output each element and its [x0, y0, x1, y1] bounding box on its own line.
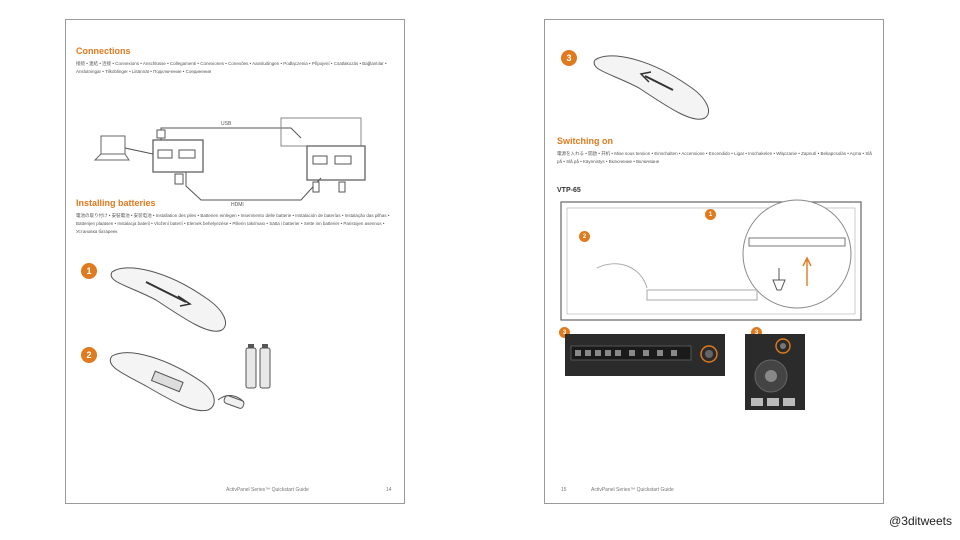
model-label: VTP-65: [557, 187, 581, 194]
remote-close-illustration: [593, 55, 709, 120]
remote-open-illustration: [110, 267, 226, 332]
right-footer-text: ActivPanel Series™ Quickstart Guide: [591, 487, 674, 493]
panel-step-2-badge: 2: [579, 231, 590, 242]
connections-multilingual-text: 接続 • 連結 • 连接 • Connexions • Anschlüsse •…: [76, 61, 387, 74]
connections-heading: Connections: [76, 46, 131, 56]
panel-step-1-badge: 1: [705, 209, 716, 220]
batteries-heading: Installing batteries: [76, 198, 156, 208]
remote-keypad-illustration: [745, 334, 805, 410]
battery-icon: [245, 344, 271, 389]
power-button-highlight: [700, 345, 718, 363]
front-buttons-strip: [565, 334, 725, 376]
usb-label: USB: [221, 121, 232, 127]
panel-illustration: [560, 199, 862, 321]
connector-panel-left: [152, 139, 204, 173]
step-2-badge: 2: [81, 347, 97, 363]
hdmi-label: HDMI: [231, 202, 244, 208]
panel-step-3b-badge: 3: [751, 327, 762, 338]
remote-power-highlight: [775, 338, 791, 354]
left-page-number: 14: [386, 487, 392, 493]
panel-step-3a-badge: 3: [559, 327, 570, 338]
step-1-badge: 1: [81, 263, 97, 279]
step-3-badge: 3: [561, 50, 577, 66]
panel-connector-right: [280, 117, 366, 193]
author-handle: @3ditweets: [889, 514, 952, 528]
switching-on-heading: Switching on: [557, 136, 613, 146]
right-page: 3 Switching on 電源を入れる • 開啟 • 开机 • Mise s…: [544, 19, 884, 504]
connections-diagram: USB HDMI: [93, 117, 366, 208]
batteries-insert-illustration: [109, 344, 271, 412]
laptop-icon: [93, 135, 130, 161]
switching-multilingual-text: 電源を入れる • 開啟 • 开机 • Mise sous tension • E…: [557, 151, 872, 164]
batteries-multilingual-text: 電池の取り付け • 安裝電池 • 安装电池 • Installation des…: [76, 213, 390, 234]
left-page: Connections 接続 • 連結 • 连接 • Connexions • …: [65, 19, 405, 504]
left-footer-text: ActivPanel Series™ Quickstart Guide: [226, 487, 309, 493]
right-page-number: 15: [561, 487, 567, 493]
